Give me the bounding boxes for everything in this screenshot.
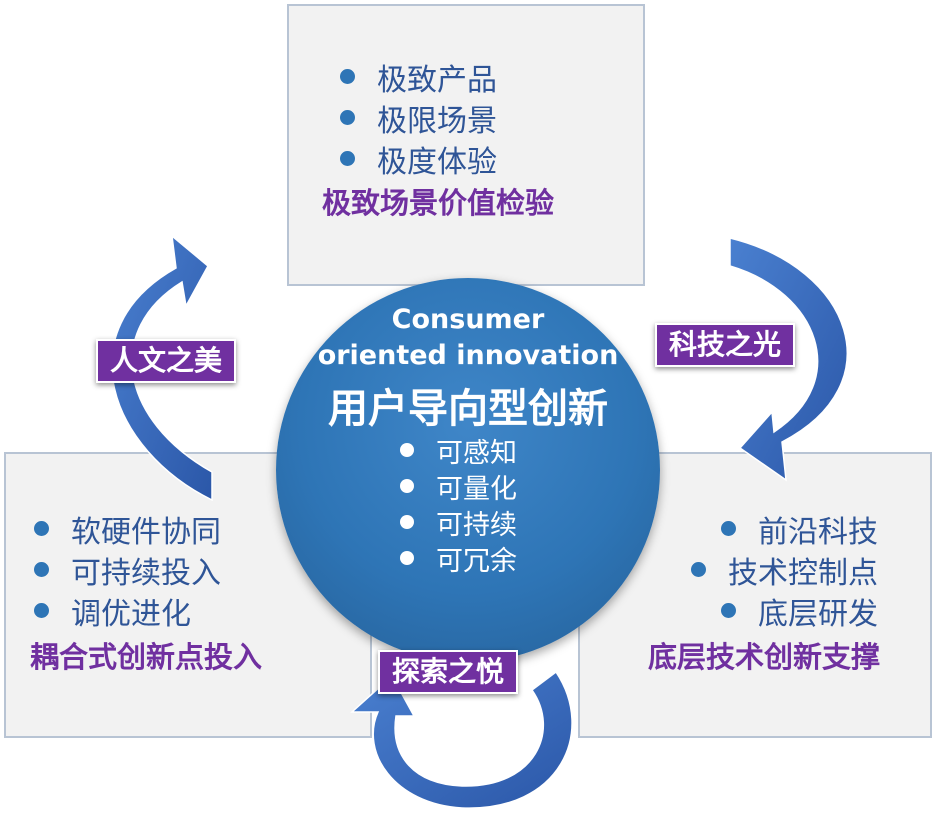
top-panel-list: 极致产品 极限场景 极度体验 — [340, 56, 497, 180]
list-item: 可持续 — [400, 504, 517, 541]
bottom-curved-arrow — [350, 670, 573, 809]
left-panel-list: 软硬件协同 可持续投入 调优进化 — [34, 508, 221, 632]
center-title-en-line2: oriented innovation — [317, 340, 619, 371]
bullet-icon — [691, 562, 706, 577]
bullet-icon — [340, 69, 355, 84]
left-panel-caption: 耦合式创新点投入 — [30, 640, 263, 674]
bullet-icon — [400, 515, 414, 529]
list-item: 软硬件协同 — [34, 508, 221, 550]
center-list: 可感知 可量化 可持续 可冗余 — [400, 432, 517, 577]
list-item: 底层研发 — [691, 590, 878, 632]
center-title-cn: 用户导向型创新 — [328, 386, 608, 432]
right-curved-arrow — [729, 237, 848, 482]
center-title-en-line1: Consumer — [391, 304, 545, 335]
bullet-icon — [34, 603, 49, 618]
right-panel-caption: 底层技术创新支撑 — [647, 640, 880, 674]
list-item: 极致产品 — [340, 56, 497, 98]
list-item: 极限场景 — [340, 97, 497, 139]
list-item: 前沿科技 — [691, 508, 878, 550]
tag-exploration: 探索之悦 — [378, 650, 519, 694]
right-panel-list: 前沿科技 技术控制点 底层研发 — [691, 508, 878, 632]
list-item: 极度体验 — [340, 138, 497, 180]
list-item: 可冗余 — [400, 540, 517, 577]
bullet-icon — [34, 521, 49, 536]
bullet-icon — [400, 443, 414, 457]
list-item: 可量化 — [400, 468, 517, 505]
bullet-icon — [340, 151, 355, 166]
top-panel-caption: 极致场景价值检验 — [322, 186, 555, 220]
bullet-icon — [721, 603, 736, 618]
bullet-icon — [400, 479, 414, 493]
list-item: 可感知 — [400, 432, 517, 469]
bullet-icon — [400, 551, 414, 565]
list-item: 可持续投入 — [34, 549, 221, 591]
list-item: 调优进化 — [34, 590, 221, 632]
bullet-icon — [340, 110, 355, 125]
center-circle: Consumer oriented innovation 用户导向型创新 可感知… — [276, 278, 660, 662]
bullet-icon — [34, 562, 49, 577]
list-item: 技术控制点 — [691, 549, 878, 591]
bullet-icon — [721, 521, 736, 536]
tag-technology: 科技之光 — [655, 323, 796, 367]
top-panel — [287, 4, 645, 286]
left-curved-arrow — [111, 234, 213, 502]
tag-humanity: 人文之美 — [96, 339, 237, 383]
